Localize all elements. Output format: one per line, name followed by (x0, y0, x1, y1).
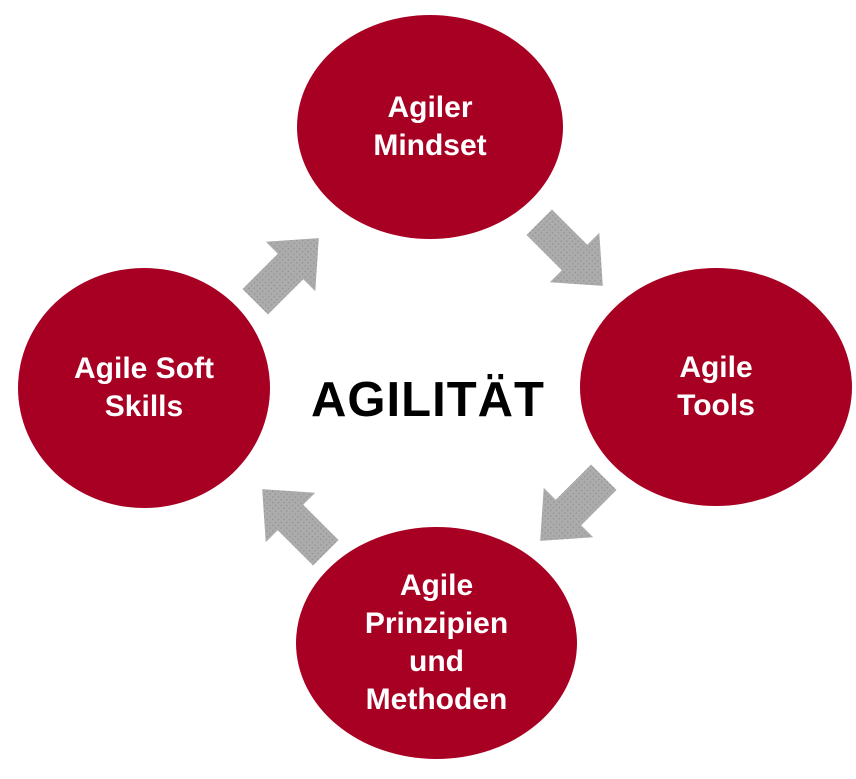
node-label: Agile Prinzipien und Methoden (365, 567, 508, 719)
node-agile-soft-skills: Agile Soft Skills (18, 268, 270, 508)
node-label-line: Agile (399, 569, 474, 602)
node-label-line: Agiler (387, 91, 473, 124)
node-agiler-mindset: Agiler Mindset (297, 15, 563, 239)
node-agile-prinzipien-und-methoden: Agile Prinzipien und Methoden (296, 527, 577, 759)
node-label-line: Methoden (365, 683, 508, 716)
arrow-up-left-icon (237, 464, 350, 577)
node-label: Agile Soft Skills (74, 350, 214, 426)
node-label-line: Agile Soft (74, 352, 214, 385)
diagram-center-title: AGILITÄT (311, 373, 545, 427)
arrow-down-left-icon (515, 452, 628, 565)
arrow-down-right-icon (514, 197, 627, 310)
node-label-line: Agile (679, 351, 753, 384)
node-label: Agiler Mindset (373, 89, 486, 165)
node-agile-tools: Agile Tools (580, 268, 852, 506)
node-label-line: Prinzipien (364, 607, 509, 640)
arrow-up-right-icon (230, 213, 343, 326)
node-label-line: Skills (104, 390, 184, 423)
node-label: Agile Tools (677, 349, 755, 425)
node-label-line: und (409, 645, 464, 678)
node-label-line: Mindset (373, 129, 487, 162)
node-label-line: Tools (677, 389, 755, 422)
